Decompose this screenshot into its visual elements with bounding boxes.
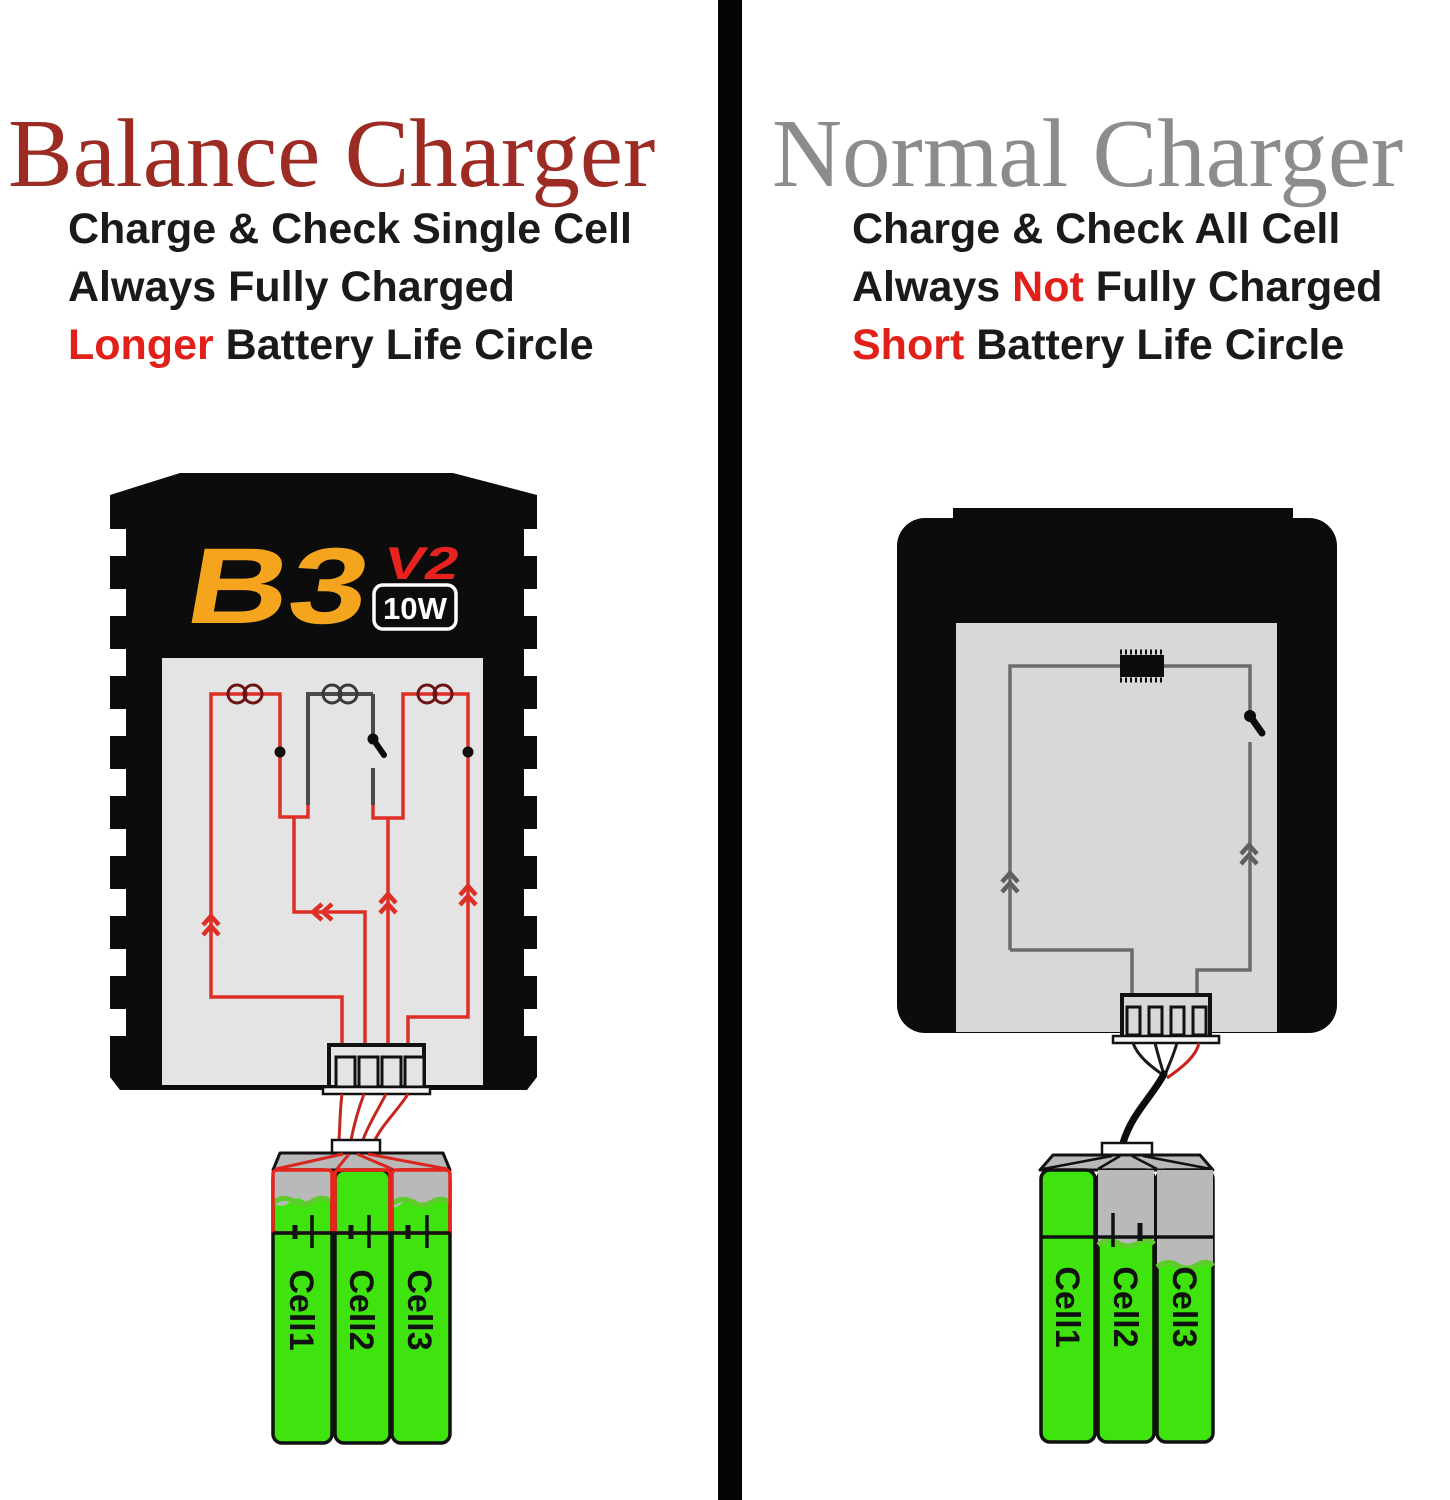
balance-charger-title: Balance Charger	[8, 99, 656, 207]
cell-label: Cell1	[1048, 1266, 1086, 1347]
battery-cells: Cell1 Cell2 Cell3	[1039, 1168, 1215, 1444]
normal-charger-title: Normal Charger	[772, 99, 1404, 207]
output-connector	[1111, 993, 1221, 1045]
transformer-icon	[226, 683, 454, 705]
desc-line: Charge & Check All Cell	[852, 205, 1341, 253]
normal-charger-illustration: Cell1 Cell2 Cell3	[897, 508, 1337, 1444]
balance-circuit	[201, 683, 478, 1045]
brand-version: V2	[380, 537, 465, 588]
charge-level-wave	[390, 1196, 452, 1208]
cell-label: Cell3	[1165, 1266, 1203, 1347]
cell-headspace	[1157, 1170, 1213, 1269]
charge-level-wave	[271, 1195, 334, 1207]
cell-label: Cell1	[282, 1269, 320, 1350]
heatsink-notches	[102, 529, 548, 1036]
cell-label: Cell2	[342, 1269, 380, 1350]
normal-charger-description: Charge & Check All Cell Always Not Fully…	[852, 200, 1382, 374]
charge-level-wave	[1096, 1237, 1156, 1249]
switch-icon	[367, 733, 387, 758]
balance-leads	[337, 1093, 410, 1141]
cell-labels: Cell1 Cell2 Cell3	[1048, 1266, 1203, 1347]
desc-line: Short Battery Life Circle	[852, 321, 1345, 369]
junction-dots	[274, 746, 474, 758]
pack-top-leads	[1042, 1154, 1212, 1171]
charger-panel	[162, 658, 483, 1085]
brand-name: B3	[178, 526, 379, 647]
charger-body	[897, 508, 1337, 1033]
battery-pack: Cell1 Cell2 Cell3	[271, 1138, 452, 1445]
desc-line: Always Fully Charged	[68, 263, 515, 311]
pack-connector	[330, 1138, 382, 1155]
cell-label: Cell2	[1106, 1266, 1144, 1347]
battery-plate-symbols	[292, 1215, 429, 1248]
battery-plate-symbols	[1111, 1213, 1143, 1247]
wire-bundle	[1119, 1042, 1201, 1147]
desc-line: Longer Battery Life Circle	[68, 321, 594, 369]
balance-charger-description: Charge & Check Single Cell Always Fully …	[68, 200, 632, 374]
battery-pack: Cell1 Cell2 Cell3	[1038, 1141, 1215, 1444]
pack-connector	[1100, 1141, 1154, 1157]
pack-top	[1038, 1153, 1215, 1172]
red-wire	[1166, 1042, 1201, 1080]
pack-top-leads	[275, 1152, 448, 1171]
current-arrows	[1000, 841, 1259, 894]
cell-label: Cell3	[400, 1269, 438, 1350]
highlight-word: Longer	[68, 321, 214, 369]
brand-logo: B3 V2 10W	[178, 526, 465, 647]
balance-charger-illustration: B3 V2 10W	[102, 473, 548, 1445]
highlight-word: Not	[1012, 263, 1084, 311]
desc-line: Charge & Check Single Cell	[68, 205, 632, 253]
series-circuit	[1000, 649, 1266, 995]
battery-cells: Cell1 Cell2 Cell3	[271, 1168, 452, 1445]
charge-level-wave	[1155, 1259, 1215, 1271]
current-arrows	[201, 882, 478, 937]
inductor-icon	[1120, 649, 1164, 683]
switch-icon	[1244, 710, 1266, 737]
balance-connector	[321, 1043, 432, 1096]
vertical-divider	[718, 0, 742, 1500]
power-rating: 10W	[383, 591, 448, 626]
highlight-word: Short	[852, 321, 965, 369]
power-badge	[372, 583, 458, 631]
cell-labels: Cell1 Cell2 Cell3	[282, 1269, 438, 1350]
cell-headspace	[1098, 1170, 1154, 1247]
desc-line: Always Not Fully Charged	[852, 263, 1383, 311]
